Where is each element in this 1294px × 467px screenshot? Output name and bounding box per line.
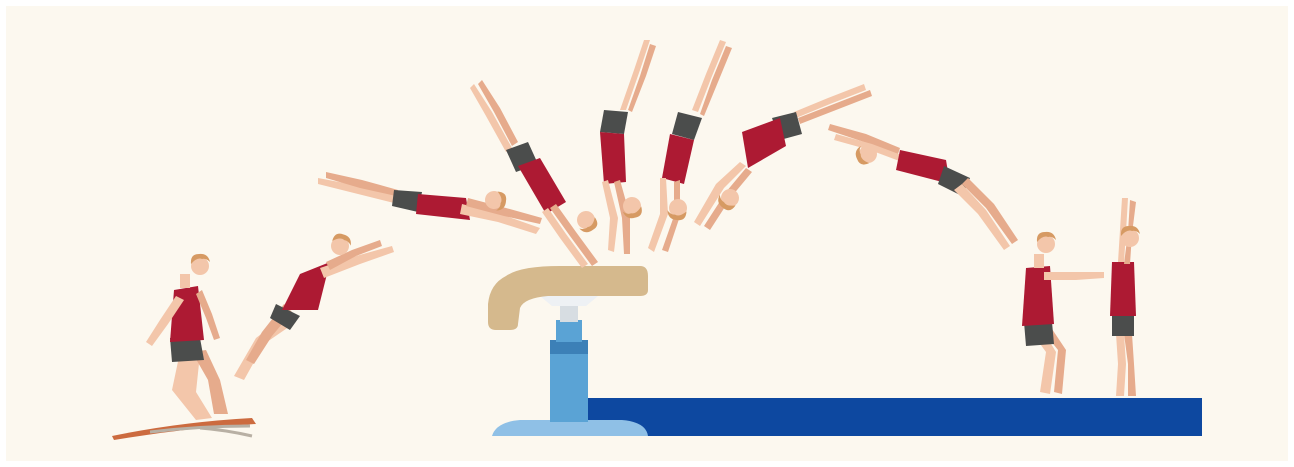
background-panel [6,6,1288,461]
landing-mat [578,398,1202,436]
